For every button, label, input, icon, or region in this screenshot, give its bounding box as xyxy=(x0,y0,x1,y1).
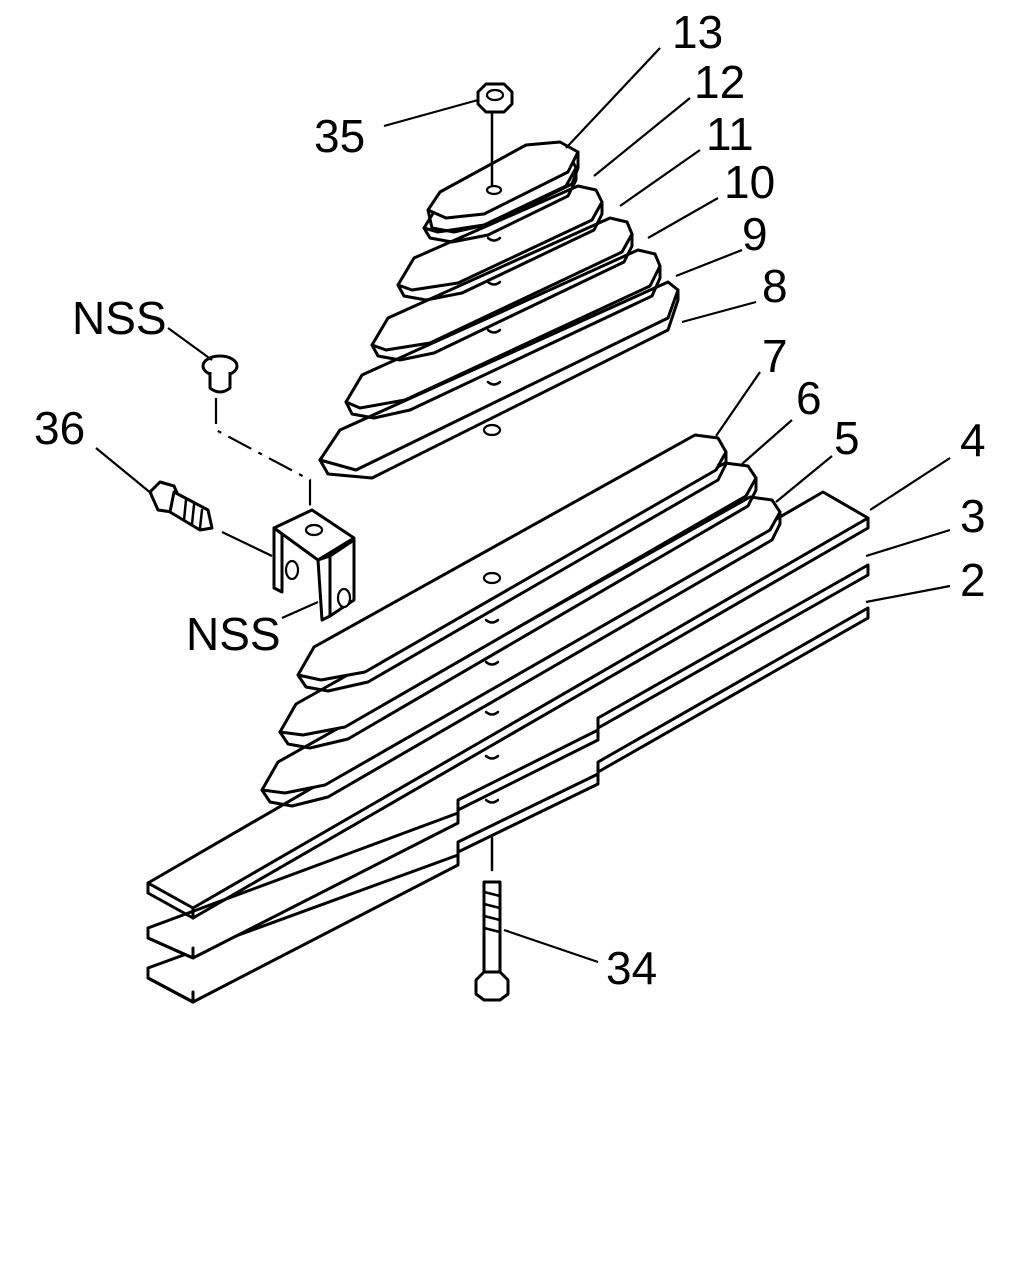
callout-11: 11 xyxy=(706,108,754,160)
rivet-nss xyxy=(201,354,312,526)
leaf-7 xyxy=(296,433,728,693)
callout-3: 3 xyxy=(960,490,986,542)
callout-nss-clip: NSS xyxy=(186,608,281,660)
callout-8: 8 xyxy=(762,260,788,312)
nut-35 xyxy=(476,82,514,188)
leaf-8 xyxy=(318,280,680,480)
leader-lines xyxy=(95,47,951,964)
bolt-36 xyxy=(148,480,214,532)
callout-2: 2 xyxy=(960,554,986,606)
leaf-10 xyxy=(370,216,634,362)
bolt-36-axis xyxy=(221,531,273,557)
clip-bracket-nss xyxy=(272,508,356,622)
callout-34: 34 xyxy=(606,942,657,994)
callout-35: 35 xyxy=(314,110,365,162)
callout-7: 7 xyxy=(762,330,788,382)
callout-13: 13 xyxy=(672,6,723,58)
callout-10: 10 xyxy=(724,156,775,208)
callout-36: 36 xyxy=(34,402,85,454)
leaf-2 xyxy=(146,606,870,1004)
callout-6: 6 xyxy=(796,372,822,424)
leaf-13 xyxy=(426,140,580,234)
callout-nss-rivet: NSS xyxy=(72,292,167,344)
callout-12: 12 xyxy=(694,56,745,108)
callout-5: 5 xyxy=(834,412,860,464)
leaf-9 xyxy=(344,248,662,420)
center-bolt-34 xyxy=(474,836,510,1002)
callout-9: 9 xyxy=(742,208,768,260)
callout-4: 4 xyxy=(960,414,986,466)
leaf-3 xyxy=(146,563,870,960)
center-holes xyxy=(482,184,503,804)
